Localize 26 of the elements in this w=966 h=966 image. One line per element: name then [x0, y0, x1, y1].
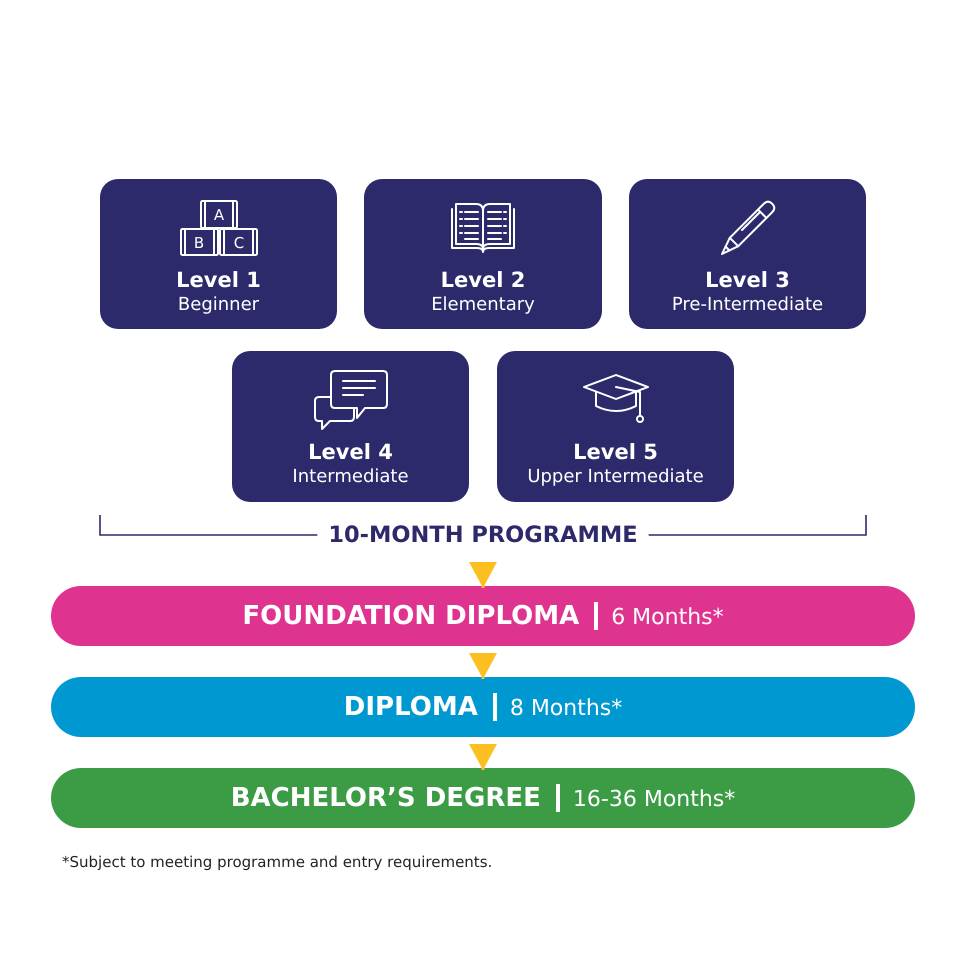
block-letter: B	[193, 234, 204, 252]
level-number: Level 1	[176, 268, 261, 293]
level-number: Level 4	[308, 440, 393, 465]
level-number: Level 3	[705, 268, 790, 293]
level-number: Level 2	[440, 268, 526, 293]
level-number: Level 5	[573, 440, 658, 465]
footnote: *Subject to meeting programme and entry requirements.	[62, 852, 492, 872]
level-name: Beginner	[178, 293, 260, 316]
level-card	[100, 179, 337, 329]
level-card	[497, 351, 734, 502]
programme-name: BACHELOR’S DEGREE	[230, 782, 541, 814]
block-letter: A	[213, 206, 224, 224]
level-name: Pre-Intermediate	[672, 293, 824, 316]
level-card	[232, 351, 469, 502]
level-name: Intermediate	[292, 465, 409, 488]
programme-name: DIPLOMA	[344, 691, 478, 723]
programme-heading: 10-MONTH PROGRAMME	[328, 522, 638, 548]
block-letter: C	[233, 234, 244, 252]
level-name: Elementary	[431, 293, 535, 316]
level-card	[629, 179, 866, 329]
programme-name: FOUNDATION DIPLOMA	[242, 600, 580, 632]
level-name: Upper Intermediate	[527, 465, 704, 488]
duration-text: 6 Months*	[611, 604, 724, 632]
duration-text: 8 Months*	[510, 695, 622, 723]
level-card	[364, 179, 602, 329]
duration-text: 16-36 Months*	[572, 786, 736, 814]
